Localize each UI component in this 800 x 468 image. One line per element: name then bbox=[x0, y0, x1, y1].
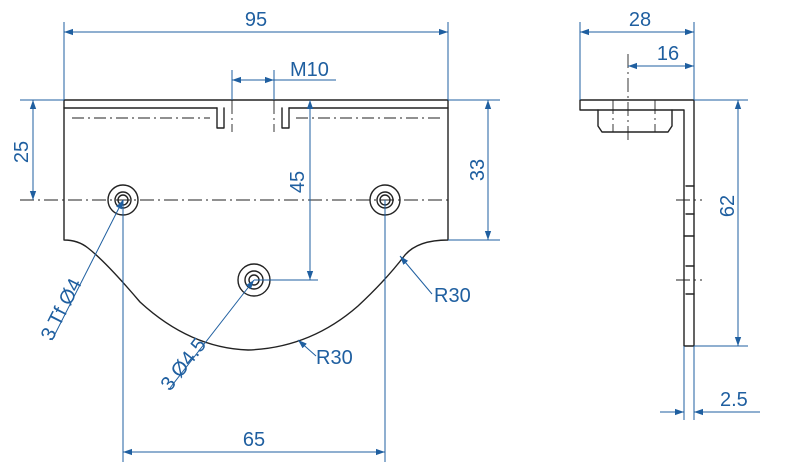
leader-tapped-holes bbox=[51, 199, 124, 341]
side-view bbox=[579, 54, 702, 347]
side-hole-markers bbox=[676, 185, 702, 295]
dim-thread-label: M10 bbox=[290, 59, 329, 81]
leader-radius-right bbox=[399, 255, 433, 295]
bracket-outline bbox=[579, 99, 695, 347]
dim-height-left-label: 25 bbox=[11, 141, 33, 163]
side-dimensions: 28 16 62 2.5 bbox=[579, 9, 760, 420]
thread-bore bbox=[216, 107, 290, 129]
dim-side-width-label: 28 bbox=[629, 9, 651, 31]
dim-width-label: 95 bbox=[245, 9, 267, 31]
front-view bbox=[20, 99, 449, 351]
tapped-holes-label: 3 Tf Ø4 bbox=[37, 275, 87, 344]
dim-hole-spacing-label: 65 bbox=[243, 429, 265, 451]
front-dimensions: 95 M10 25 45 33 65 3 Tf Ø4 3 Ø4.5 R bbox=[11, 9, 500, 462]
leader-radius-bottom bbox=[297, 339, 317, 357]
dim-height-center-label: 45 bbox=[287, 171, 309, 193]
leader-through-holes bbox=[169, 279, 255, 389]
dim-height-right-label: 33 bbox=[467, 159, 489, 181]
radius-right-label: R30 bbox=[434, 285, 471, 307]
plate-outline bbox=[63, 99, 449, 351]
dim-side-height-label: 62 bbox=[717, 195, 739, 217]
through-holes-label: 3 Ø4.5 bbox=[157, 334, 211, 395]
dim-side-offset-label: 16 bbox=[657, 43, 679, 65]
side-boss bbox=[597, 109, 673, 133]
dim-thickness-label: 2.5 bbox=[720, 389, 748, 411]
radius-bottom-label: R30 bbox=[316, 347, 353, 369]
